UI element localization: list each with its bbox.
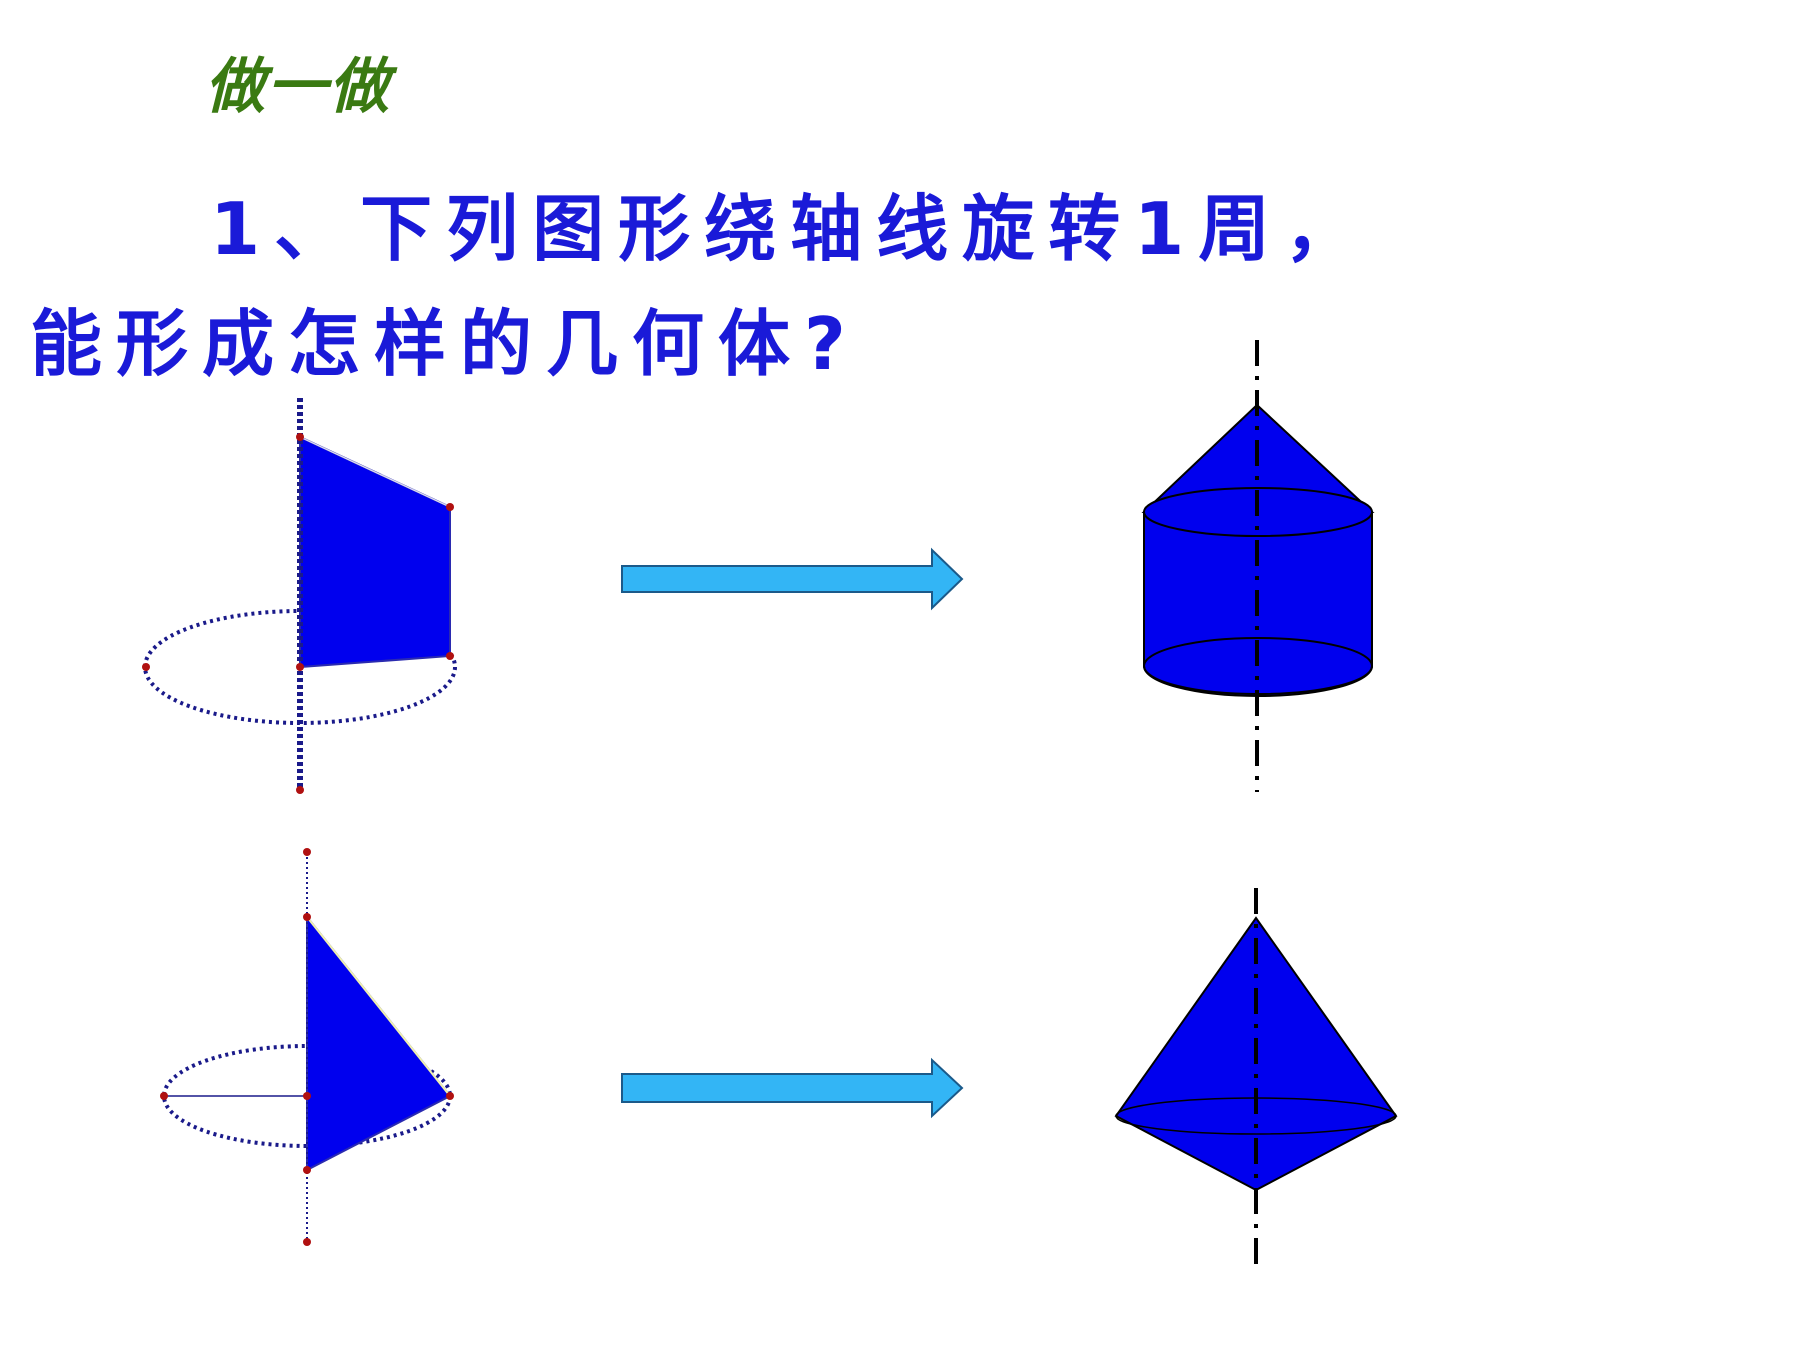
point bbox=[160, 1092, 168, 1100]
triangle-shape bbox=[306, 914, 452, 1172]
point bbox=[142, 663, 150, 671]
right-arrow-icon bbox=[621, 547, 964, 611]
point bbox=[296, 786, 304, 794]
solid-double-cone bbox=[1114, 888, 1398, 1272]
point bbox=[303, 1166, 311, 1174]
figure-trapezoid-rotation bbox=[142, 398, 457, 794]
point bbox=[446, 503, 454, 511]
slide-heading: 做一做 bbox=[205, 52, 391, 122]
point bbox=[446, 1092, 454, 1100]
point bbox=[303, 913, 311, 921]
rotation-ellipse-1 bbox=[143, 609, 457, 725]
solid-cone-cylinder bbox=[1141, 340, 1375, 792]
point bbox=[303, 848, 311, 856]
figure-triangle-rotation bbox=[160, 848, 454, 1246]
point bbox=[296, 663, 304, 671]
point bbox=[303, 1238, 311, 1246]
point bbox=[446, 652, 454, 660]
question-line-1: 1、下列图形绕轴线旋转1周， bbox=[210, 187, 1371, 271]
right-arrow-icon bbox=[621, 1057, 964, 1119]
point bbox=[296, 433, 304, 441]
question-line-2: 能形成怎样的几何体? bbox=[30, 302, 860, 386]
point bbox=[303, 1092, 311, 1100]
